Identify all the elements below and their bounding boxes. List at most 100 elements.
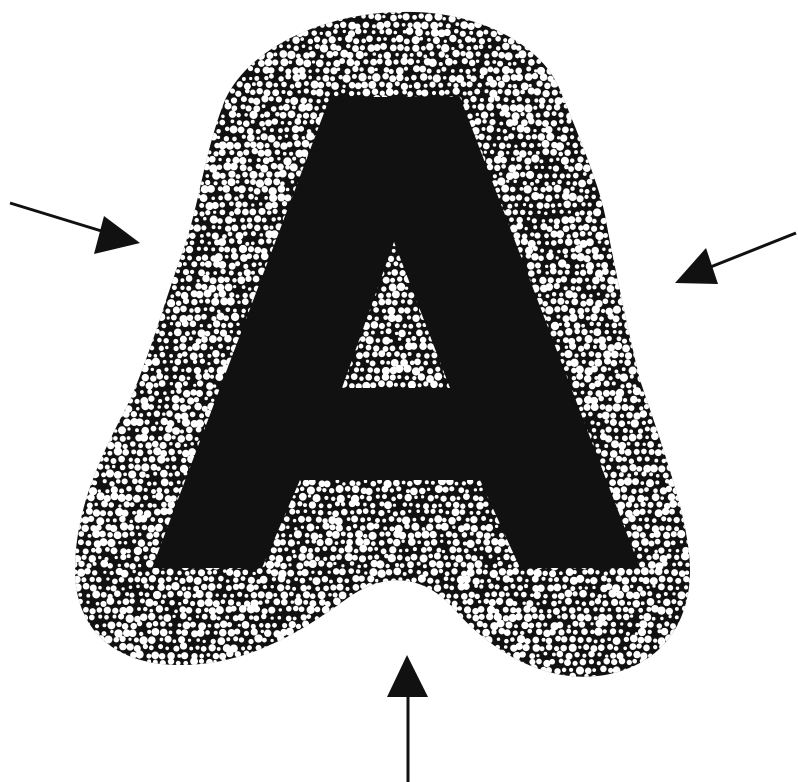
foam-bubble [374, 316, 378, 320]
foam-bubble [469, 31, 473, 35]
foam-bubble [290, 84, 295, 89]
foam-bubble [76, 209, 83, 216]
foam-bubble [242, 135, 246, 139]
foam-bubble [100, 118, 107, 125]
foam-bubble [125, 271, 130, 276]
foam-bubble [308, 70, 312, 74]
foam-bubble [81, 428, 86, 433]
foam-bubble [243, 53, 250, 60]
foam-bubble [306, 132, 314, 140]
foam-bubble [460, 31, 466, 37]
foam-bubble [119, 103, 127, 111]
foam-bubble [677, 188, 681, 192]
foam-bubble [146, 293, 150, 297]
foam-bubble [141, 427, 149, 435]
foam-bubble [78, 60, 84, 66]
foam-bubble [613, 403, 621, 411]
foam-bubble [194, 104, 202, 112]
foam-bubble [658, 403, 665, 410]
foam-bubble [254, 68, 260, 74]
foam-bubble [626, 201, 633, 208]
foam-bubble [561, 157, 569, 165]
foam-bubble [380, 360, 385, 365]
foam-bubble [164, 338, 169, 343]
foam-bubble [694, 419, 699, 424]
foam-bubble [508, 133, 514, 139]
foam-bubble [688, 45, 695, 52]
foam-bubble [162, 240, 167, 245]
foam-bubble [634, 234, 638, 238]
foam-bubble [219, 141, 227, 149]
foam-bubble [103, 14, 109, 20]
foam-bubble [408, 324, 413, 329]
foam-bubble [629, 316, 634, 321]
foam-bubble [651, 373, 659, 381]
foam-bubble [131, 211, 134, 214]
foam-bubble [638, 136, 643, 141]
foam-bubble [140, 5, 147, 12]
foam-bubble [253, 254, 259, 260]
foam-bubble [480, 6, 487, 13]
foam-bubble [640, 81, 646, 87]
foam-bubble [655, 301, 660, 306]
foam-bubble [617, 99, 621, 103]
foam-bubble [195, 43, 202, 50]
foam-bubble [98, 112, 106, 120]
foam-bubble [99, 97, 103, 101]
foam-bubble [231, 120, 235, 124]
foam-bubble [590, 74, 598, 82]
foam-bubble [173, 307, 180, 314]
foam-bubble [645, 187, 649, 191]
foam-bubble [558, 152, 563, 157]
foam-bubble [158, 436, 162, 440]
foam-bubble [207, 185, 215, 193]
foam-bubble [579, 106, 585, 112]
foam-bubble [302, 136, 306, 140]
foam-bubble [246, 45, 251, 50]
foam-bubble [592, 285, 596, 289]
foam-bubble [616, 239, 624, 247]
foam-bubble [680, 396, 688, 404]
foam-bubble [439, 90, 445, 96]
foam-bubble [602, 75, 607, 80]
foam-bubble [621, 188, 629, 196]
foam-bubble [466, 46, 471, 51]
foam-bubble [442, 17, 446, 21]
foam-bubble [683, 308, 686, 311]
foam-bubble [378, 54, 382, 58]
foam-bubble [97, 429, 100, 432]
foam-bubble [563, 337, 569, 343]
foam-bubble [380, 43, 387, 50]
foam-bubble [158, 74, 165, 81]
foam-bubble [204, 30, 212, 38]
foam-bubble [467, 81, 473, 87]
foam-bubble [635, 299, 638, 302]
foam-bubble [625, 352, 632, 359]
foam-bubble [396, 7, 403, 14]
foam-bubble [180, 278, 184, 282]
foam-bubble [162, 171, 167, 176]
foam-bubble [144, 158, 147, 161]
foam-bubble [632, 16, 635, 19]
foam-bubble [679, 232, 683, 236]
foam-bubble [501, 164, 506, 169]
foam-bubble [195, 7, 200, 12]
foam-bubble [551, 322, 559, 330]
foam-bubble [208, 5, 216, 13]
foam-bubble [630, 375, 634, 379]
foam-bubble [390, 44, 397, 51]
foam-bubble [123, 419, 131, 427]
foam-bubble [647, 120, 653, 126]
foam-bubble [361, 39, 366, 44]
foam-bubble [556, 315, 560, 319]
foam-bubble [186, 13, 194, 21]
foam-bubble [670, 248, 673, 251]
foam-bubble [679, 52, 683, 56]
foam-bubble [583, 164, 591, 172]
foam-bubble [316, 76, 320, 80]
foam-bubble [669, 179, 676, 186]
foam-bubble [225, 17, 228, 20]
foam-bubble [652, 346, 656, 350]
foam-bubble [143, 105, 149, 111]
foam-bubble [206, 58, 213, 65]
